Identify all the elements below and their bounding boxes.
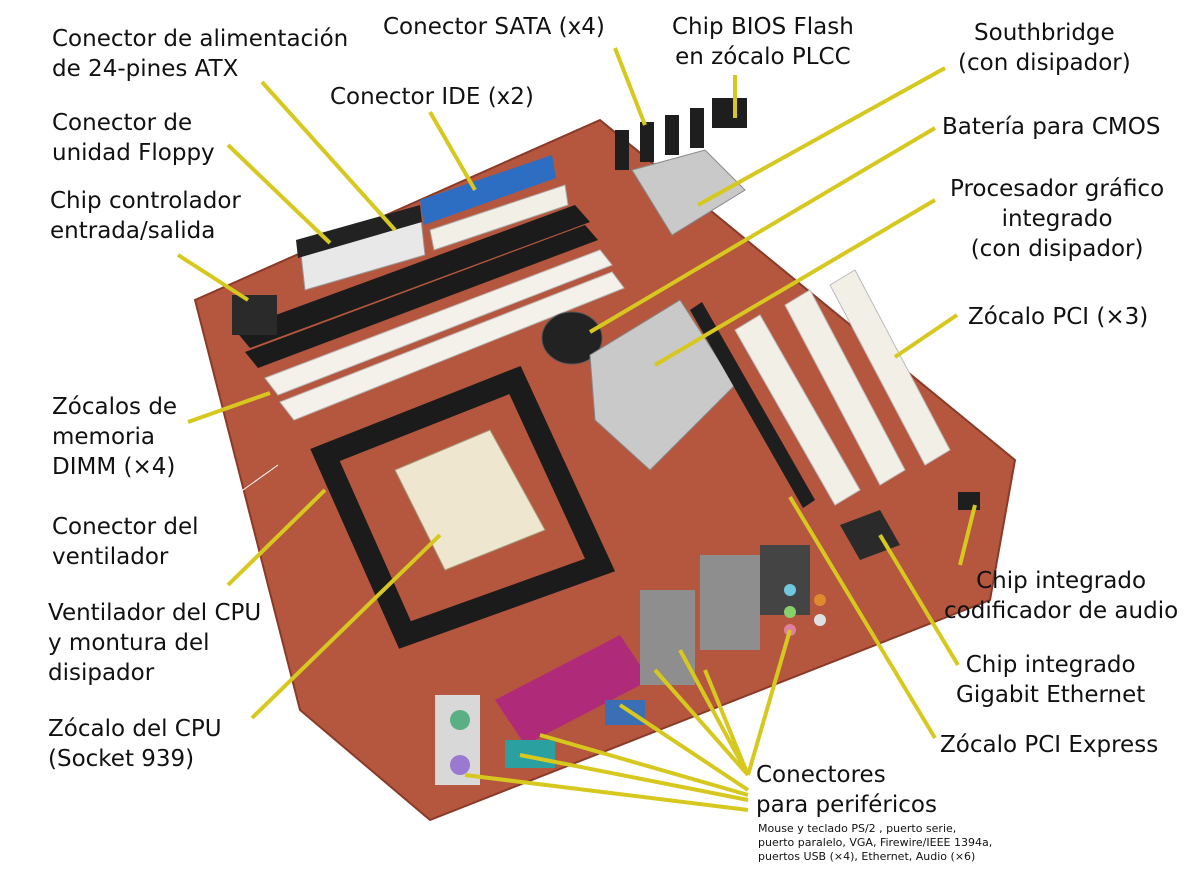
label-audio-line2: codificador de audio [944, 598, 1179, 624]
label-southbridge: Southbridge (con disipador) [958, 18, 1131, 78]
label-peripherals-note-line1: Mouse y teclado PS/2 , puerto serie, [758, 822, 957, 835]
label-io-chip-line2: entrada/salida [50, 218, 216, 244]
label-dimm-line3: DIMM (×4) [52, 454, 176, 480]
label-bios: Chip BIOS Flash en zócalo PLCC [672, 12, 854, 72]
label-cpu-socket-line1: Zócalo del CPU [48, 716, 222, 742]
label-ethernet-line1: Chip integrado [965, 652, 1136, 678]
label-atx-power: Conector de alimentación de 24-pines ATX [52, 24, 348, 84]
label-floppy: Conector de unidad Floppy [52, 108, 215, 168]
leader-lines [176, 47, 977, 812]
label-cpu-fan-line1: Ventilador del CPU [48, 600, 262, 626]
dimm-slots [235, 205, 625, 421]
label-audio-codec: Chip integrado codificador de audio [944, 566, 1178, 626]
label-cpu-fan-line3: disipador [48, 660, 155, 686]
label-ide-line1: Conector IDE (x2) [330, 84, 534, 110]
pcie-slot [690, 302, 815, 508]
label-cpu-fan-line2: y montura del [48, 630, 210, 656]
label-cpu-socket: Zócalo del CPU (Socket 939) [48, 714, 222, 774]
label-sata-line1: Conector SATA (x4) [383, 14, 605, 40]
label-peripherals-line2: para periféricos [756, 792, 937, 818]
label-bios-line2: en zócalo PLCC [675, 44, 851, 70]
label-io-chip-line1: Chip controlador [50, 188, 241, 214]
gpu-heatsink [589, 299, 736, 471]
label-audio-line1: Chip integrado [976, 568, 1147, 594]
label-sata: Conector SATA (x4) [383, 12, 605, 42]
label-pci-line1: Zócalo PCI (×3) [968, 304, 1149, 330]
label-cmos: Batería para CMOS [942, 112, 1160, 142]
label-atx-line2: de 24-pines ATX [52, 56, 239, 82]
cmos-battery [541, 311, 603, 365]
rear-io-panel [435, 545, 826, 785]
pci-slots [734, 269, 951, 506]
label-gpu: Procesador gráfico integrado (con disipa… [950, 174, 1164, 264]
label-pcie: Zócalo PCI Express [940, 730, 1158, 760]
label-southbridge-line2: (con disipador) [958, 50, 1131, 76]
label-pci: Zócalo PCI (×3) [968, 302, 1148, 332]
label-gpu-line3: (con disipador) [970, 236, 1144, 262]
cpu-socket [394, 429, 546, 571]
floppy-connector [296, 205, 422, 258]
label-peripherals-note-line2: puerto paralelo, VGA, Firewire/IEEE 1394… [758, 836, 993, 849]
label-fan-connector: Conector del ventilador [52, 512, 199, 572]
label-peripherals: Conectores para periféricos [756, 760, 937, 820]
label-dimm-line2: memoria [52, 424, 155, 450]
label-ide: Conector IDE (x2) [330, 82, 534, 112]
ethernet-chip [840, 510, 900, 560]
sata-connectors [615, 108, 704, 170]
label-peripherals-line1: Conectores [756, 762, 886, 788]
label-ethernet-line2: Gigabit Ethernet [956, 682, 1146, 708]
label-dimm-line1: Zócalos de [52, 394, 178, 420]
label-peripherals-note-line3: puertos USB (×4), Ethernet, Audio (×6) [758, 850, 976, 863]
label-floppy-line1: Conector de [52, 110, 193, 136]
label-gpu-line1: Procesador gráfico [950, 176, 1165, 202]
label-atx-line1: Conector de alimentación [52, 26, 349, 52]
cpu-retention-frame [310, 365, 616, 649]
label-bios-line1: Chip BIOS Flash [672, 14, 854, 40]
audio-codec-chip [958, 492, 980, 510]
label-peripherals-note: Mouse y teclado PS/2 , puerto serie, pue… [758, 822, 992, 864]
label-pcie-line1: Zócalo PCI Express [940, 732, 1159, 758]
label-cmos-line1: Batería para CMOS [942, 114, 1161, 140]
label-io-chip: Chip controlador entrada/salida [50, 186, 241, 246]
southbridge-heatsink [631, 149, 746, 236]
label-fan-connector-line2: ventilador [52, 544, 169, 570]
fan-connector-leader [221, 464, 279, 506]
label-cpu-socket-line2: (Socket 939) [48, 746, 195, 772]
label-ethernet: Chip integrado Gigabit Ethernet [956, 650, 1145, 710]
label-southbridge-line1: Southbridge [974, 20, 1115, 46]
label-gpu-line2: integrado [1001, 206, 1113, 232]
bios-chip [712, 98, 747, 128]
ide-connectors [420, 155, 569, 251]
io-controller-chip [232, 295, 277, 335]
label-fan-connector-line1: Conector del [52, 514, 199, 540]
label-dimm: Zócalos de memoria DIMM (×4) [52, 392, 177, 482]
label-floppy-line2: unidad Floppy [52, 140, 215, 166]
label-cpu-fan: Ventilador del CPU y montura del disipad… [48, 598, 261, 688]
